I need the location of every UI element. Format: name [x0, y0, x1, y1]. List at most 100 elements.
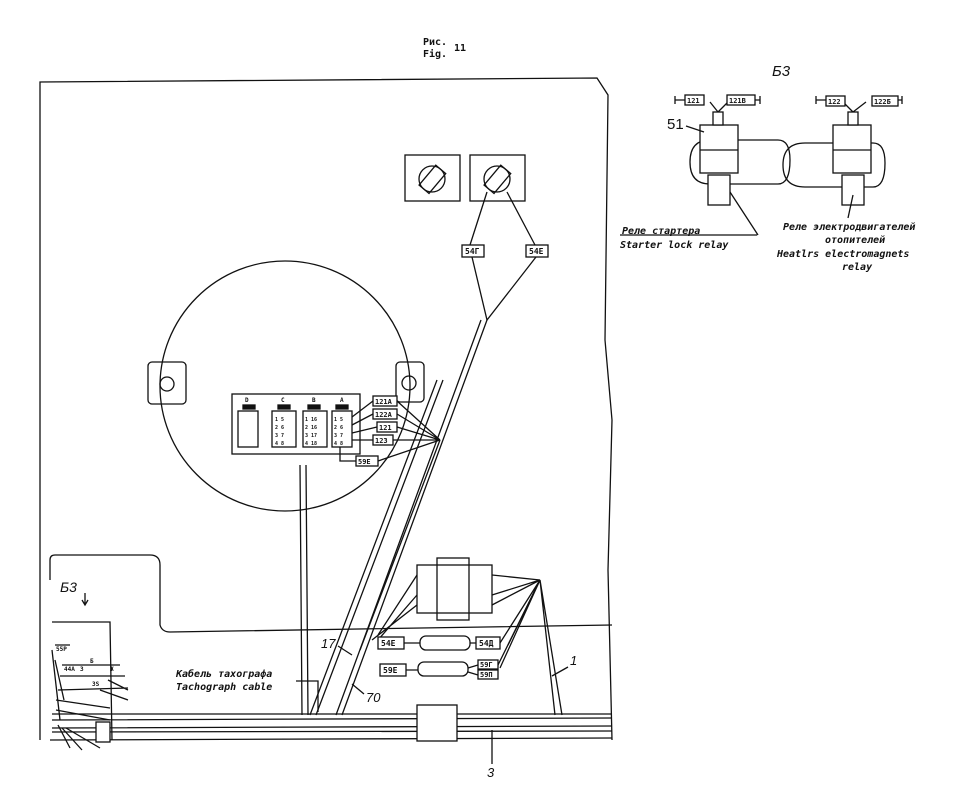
heater-relay-bracket	[782, 142, 886, 188]
connector-b-pins	[302, 410, 328, 448]
tachograph-label-en: Tachograph cable	[176, 682, 272, 693]
starter-wire-left-box	[684, 94, 705, 106]
pin-c-2: 2 6	[275, 425, 284, 431]
left-tag-44a: 44А	[64, 666, 75, 673]
switch-wire-merge	[471, 256, 537, 322]
switch-left-lever	[418, 164, 447, 195]
connector-a-pins	[331, 410, 353, 448]
callout-17-leader	[337, 645, 353, 656]
junction-device-core	[436, 557, 470, 621]
wire-tag-59e-bottom: 59Е	[383, 666, 398, 675]
bottom-harness-channel	[51, 713, 613, 733]
heater-label-leader	[847, 194, 854, 219]
wire-tag-54g: 54Г	[465, 247, 480, 256]
heater-wire-right-box	[871, 95, 899, 107]
callout-70-leader	[351, 683, 365, 695]
heater-wire-left-box	[825, 95, 846, 107]
callout-17: 17	[321, 636, 336, 651]
connector-header-c: C	[281, 397, 285, 404]
figure-caption-en: Fig.	[423, 48, 447, 60]
connector-header-a: A	[340, 397, 344, 404]
connector-pin-leads	[339, 400, 378, 462]
harness-diagonal-main	[335, 319, 488, 716]
pin-b-1: 1 16	[305, 417, 317, 423]
connector-c-pins	[271, 410, 297, 448]
mount-bolt-left	[159, 376, 175, 392]
heater-relay-label-ru-2: отопителей	[825, 234, 885, 246]
connector-header-d: D	[245, 397, 249, 404]
heater-wire-ends	[815, 96, 903, 104]
tachograph-label-ru: Кабель тахографа	[175, 668, 272, 680]
harness-end-clip	[95, 721, 111, 743]
left-tag-zh: Ж	[110, 666, 114, 673]
figure-number: 11	[454, 43, 466, 54]
starter-relay-label-en: Starter lock relay	[620, 240, 729, 251]
pin-b-2: 2 16	[305, 425, 317, 431]
left-bracket	[52, 621, 113, 741]
tachograph-leader	[296, 680, 319, 712]
pin-c-4: 4 8	[275, 441, 284, 447]
plug-59	[417, 661, 469, 677]
switch-right-lever	[483, 164, 512, 195]
heater-relay-leads	[842, 101, 867, 113]
plug-leads	[404, 579, 541, 676]
starter-relay-body	[699, 124, 739, 174]
callout-70: 70	[366, 690, 381, 705]
pin-a-4: 4 8	[334, 441, 343, 447]
wire-tag-59p: 59П	[480, 671, 493, 679]
heater-wire-right: 122Б	[874, 98, 891, 106]
callout-3: 3	[487, 765, 495, 780]
harness-branch	[359, 439, 441, 651]
starter-label-leader	[620, 191, 759, 236]
wire-tag-121a: 121А	[375, 398, 393, 406]
starter-relay-terminal	[712, 111, 724, 126]
starter-relay-label-ru: Реле стартера	[622, 226, 700, 237]
heater-relay-label-en-2: relay	[842, 262, 873, 273]
harness-clamp	[416, 704, 458, 742]
panel-bottom	[49, 737, 613, 741]
starter-wire-left: 121	[687, 97, 700, 105]
key-a	[335, 404, 349, 410]
wire-tag-59e: 59Е	[358, 458, 371, 466]
heater-relay-body	[832, 124, 872, 174]
starter-relay-base	[707, 174, 731, 206]
device-right-bundle	[499, 579, 563, 716]
panel-cutout	[49, 554, 613, 633]
pin-b-3: 3 17	[305, 433, 317, 439]
switch-right-housing	[469, 154, 526, 202]
sub-section-arrow	[81, 593, 89, 607]
starter-relay-leads	[709, 101, 729, 113]
wire-tag-54g-box	[461, 244, 485, 258]
switch-left-housing	[404, 154, 461, 202]
heater-relay-label-ru-1: Реле электродвигателей	[783, 221, 915, 233]
switch-leads	[469, 191, 536, 246]
starter-relay-ref-leader	[685, 125, 705, 133]
starter-wire-right: 121В	[729, 97, 746, 105]
mount-ear-right	[395, 361, 425, 403]
switch-left-knob	[418, 165, 446, 193]
pin-a-1: 1 5	[334, 417, 343, 423]
figure-caption-ru: Рис.	[423, 37, 447, 48]
tachograph-cable-line	[299, 464, 309, 716]
key-d	[242, 404, 256, 410]
connector-header-b: B	[312, 397, 316, 404]
panel-outline	[39, 77, 613, 741]
left-tag-3: 3	[80, 666, 84, 673]
wire-tag-54e-bottom: 54Е	[381, 639, 396, 648]
harness-diagonal-2	[309, 379, 444, 716]
key-b	[307, 404, 321, 410]
key-c	[277, 404, 291, 410]
starter-wire-right-box	[726, 94, 756, 106]
left-tag-3s: 3S	[92, 681, 100, 688]
left-wire-fan	[51, 644, 129, 751]
pin-c-3: 3 7	[275, 433, 284, 439]
callout-1: 1	[570, 653, 577, 668]
switch-right-knob	[483, 165, 511, 193]
wire-tag-59g: 59Г	[480, 661, 493, 669]
heater-relay-base	[841, 174, 865, 206]
section-label: Б3	[772, 63, 791, 80]
callout-1-leader	[551, 666, 569, 677]
heater-relay-terminal	[847, 111, 859, 126]
